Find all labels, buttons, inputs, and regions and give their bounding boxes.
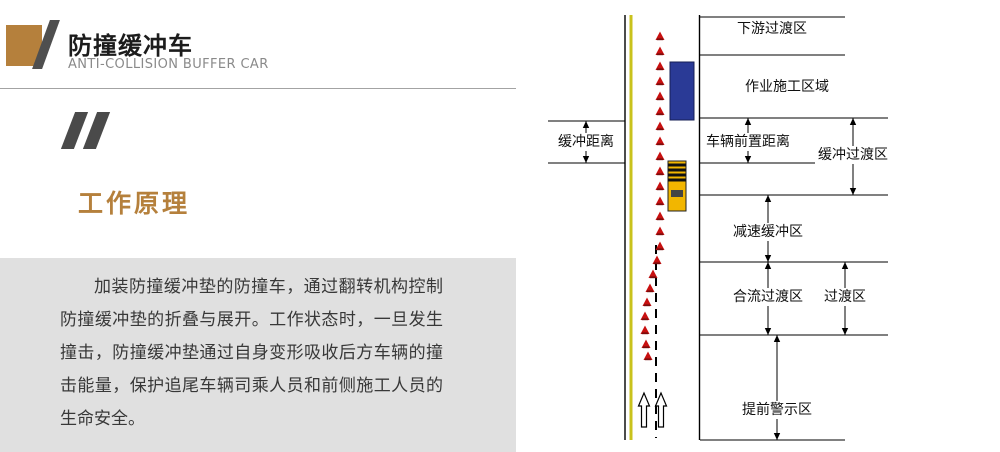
quote-icon [60, 112, 112, 150]
label-merge-transition-zone: 合流过渡区 [731, 288, 805, 306]
lane-direction-arrows [637, 391, 668, 428]
label-downstream-transition-zone: 下游过渡区 [735, 20, 809, 38]
description-panel: 加装防撞缓冲垫的防撞车，通过翻转机构控制防撞缓冲垫的折叠与展开。工作状态时，一旦… [0, 258, 516, 452]
header-divider [0, 88, 516, 89]
label-work-zone: 作业施工区域 [743, 78, 831, 96]
description-text: 加装防撞缓冲垫的防撞车，通过翻转机构控制防撞缓冲垫的折叠与展开。工作状态时，一旦… [60, 277, 443, 429]
diagram-svg [548, 15, 888, 441]
page-title: 防撞缓冲车 [68, 32, 193, 60]
dimension-lines [582, 118, 857, 440]
label-deceleration-buffer-zone: 减速缓冲区 [731, 223, 805, 241]
traffic-cones [640, 31, 665, 361]
work-zone-diagram: 下游过渡区 作业施工区域 缓冲距离 车辆前置距离 缓冲过渡区 减速缓冲区 合流过… [515, 0, 1000, 452]
work-vehicle [669, 61, 695, 121]
label-buffer-distance: 缓冲距离 [556, 133, 616, 151]
page-subtitle: ANTI-COLLISION BUFFER CAR [68, 57, 269, 72]
section-heading: 工作原理 [78, 189, 191, 218]
label-buffer-transition-zone: 缓冲过渡区 [816, 146, 890, 164]
section-boundary-lines [548, 16, 888, 441]
buffer-car [667, 160, 687, 212]
label-advance-warning-zone: 提前警示区 [740, 401, 814, 419]
label-transition-zone: 过渡区 [822, 288, 868, 306]
quote-bar [82, 112, 111, 149]
label-vehicle-front-distance: 车辆前置距离 [704, 133, 792, 151]
